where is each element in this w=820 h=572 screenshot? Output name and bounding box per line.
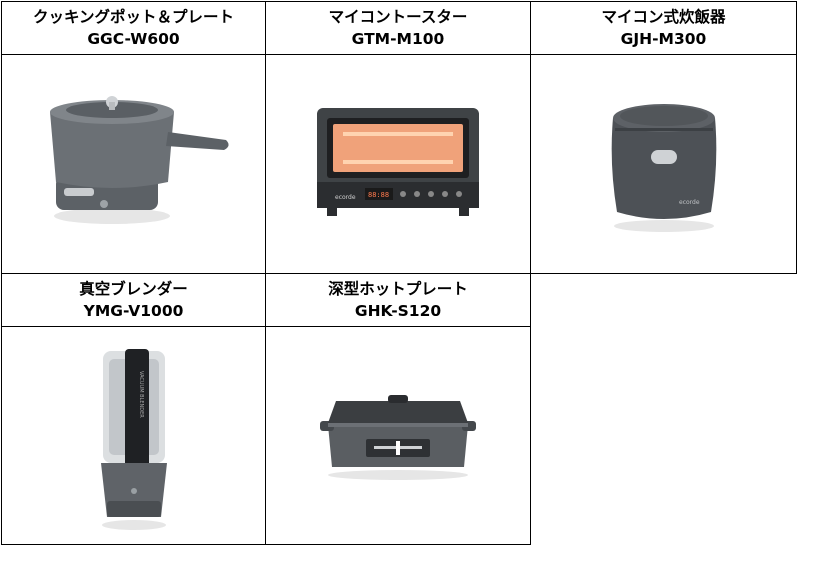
panel-brand: ecorde [335,194,356,201]
cooking-pot-icon [49,96,229,224]
product-image-cell-5 [265,326,531,545]
product-image-cell-4: VACUUM BLENDER [1,326,266,545]
product-model: GHK-S120 [354,302,442,320]
product-title-cell-3: マイコン式炊飯器 GJH-M300 [530,1,797,55]
product-image-cell-2: ecorde 88:88 [265,54,531,274]
hot-plate-icon [320,394,476,480]
vacuum-blender-icon: VACUUM BLENDER [100,348,167,530]
product-title-cell-4: 真空ブレンダー YMG-V1000 [1,273,266,327]
product-model: GTM-M100 [351,30,445,48]
product-image-cell-1 [1,54,266,274]
product-name: 真空ブレンダー [79,280,188,298]
product-model: YMG-V1000 [83,302,184,320]
product-image-cell-3: ecorde [530,54,797,274]
body-brand: ecorde [679,199,700,206]
product-name: 深型ホットプレート [328,280,468,298]
product-title-cell-2: マイコントースター GTM-M100 [265,1,531,55]
product-name: マイコントースター [328,8,468,26]
panel-display: 88:88 [368,191,389,199]
product-model: GGC-W600 [87,30,180,48]
rice-cooker-icon: ecorde [611,104,716,232]
product-model: GJH-M300 [620,30,707,48]
toaster-oven-icon: ecorde 88:88 [317,108,479,216]
product-name: クッキングポット＆プレート [32,8,235,26]
product-name: マイコン式炊飯器 [601,8,726,26]
product-title-cell-1: クッキングポット＆プレート GGC-W600 [1,1,266,55]
blender-brand: VACUUM BLENDER [138,371,144,418]
product-title-cell-5: 深型ホットプレート GHK-S120 [265,273,531,327]
